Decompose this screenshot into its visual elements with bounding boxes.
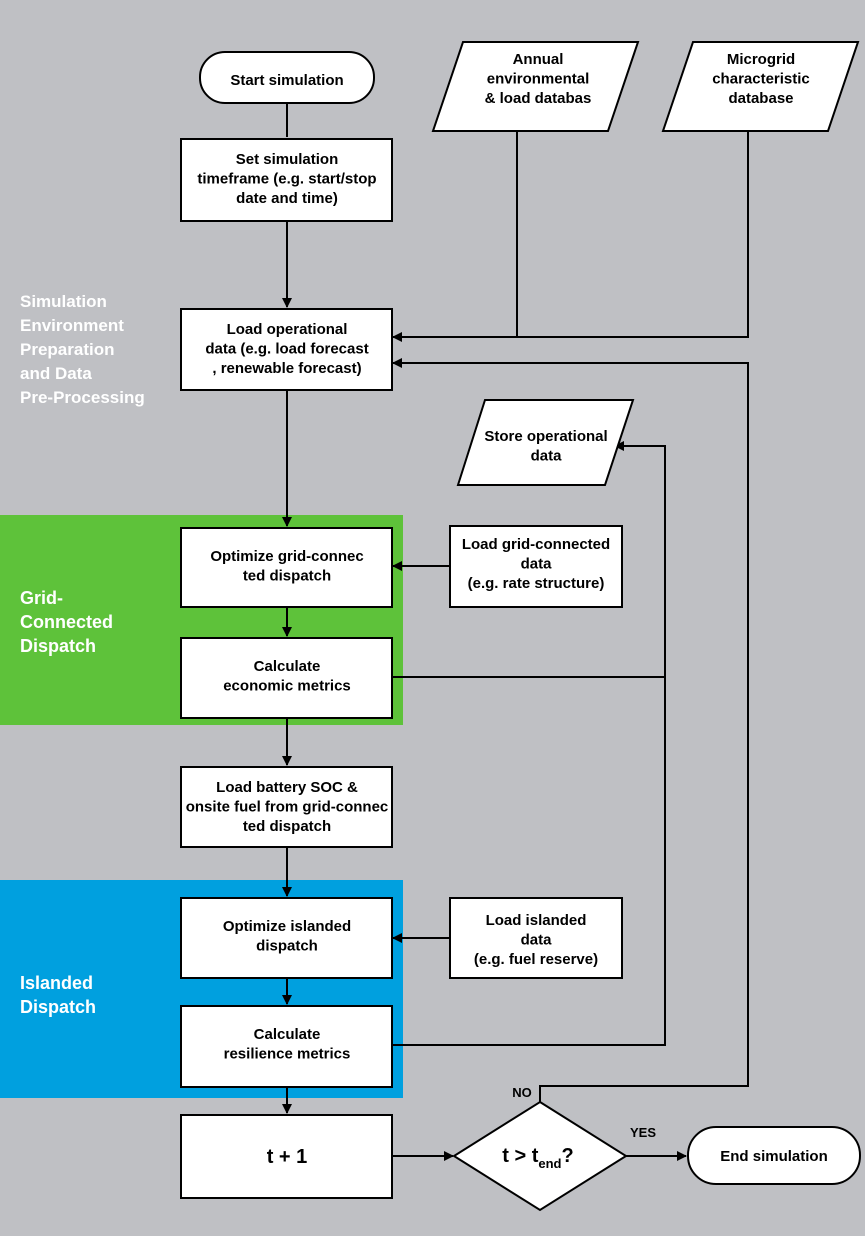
calc-resilience-line: Calculate <box>254 1026 321 1043</box>
optimize-island-line: dispatch <box>256 938 318 955</box>
increment-process <box>180 1114 393 1199</box>
calc-resilience-label: Calculate resilience metrics <box>224 1026 351 1063</box>
connector-lines <box>282 103 749 1161</box>
set-timeframe-process <box>180 138 393 222</box>
load-island-data-line: Load islanded <box>486 912 587 929</box>
edge-label-yes: YES <box>630 1125 656 1140</box>
edge-resilience-to-store <box>392 441 666 1046</box>
load-battery-line: onsite fuel from grid-connec <box>186 799 389 816</box>
annual-db-line: & load databas <box>485 90 592 107</box>
microgrid-db-line: database <box>728 90 793 107</box>
load-grid-data-line: Load grid-connected <box>462 536 610 553</box>
optimize-island-label: Optimize islanded dispatch <box>223 918 351 955</box>
store-operational-line: Store operational <box>484 428 607 445</box>
calc-economic-line: Calculate <box>254 658 321 675</box>
annual-db-line: Annual <box>513 51 564 68</box>
decision-base-text: t > t <box>502 1145 538 1167</box>
load-grid-data-label: Load grid-connected data (e.g. rate struct… <box>462 536 610 592</box>
load-operational-line: data (e.g. load forecast <box>205 341 368 358</box>
section-label-grid-connected: Grid- Connected Dispatch <box>20 588 118 656</box>
edge-decision-no-loop <box>392 358 749 1102</box>
annual-db-label: Annual environmental & load databas <box>485 51 592 107</box>
increment-line: t + 1 <box>267 1146 308 1168</box>
optimize-island-line: Optimize islanded <box>223 918 351 935</box>
optimize-grid-line: ted dispatch <box>243 568 331 585</box>
end-time-decision <box>452 1100 628 1212</box>
load-operational-line: Load operational <box>227 321 348 338</box>
start-label: Start simulation <box>230 72 343 89</box>
load-island-data-line: data <box>521 932 553 949</box>
battery-load-process <box>180 766 393 848</box>
start-terminal <box>199 51 375 104</box>
annual-database-input <box>431 41 640 132</box>
microgrid-db-line: characteristic <box>712 71 810 88</box>
calc-economic-line: economic metrics <box>223 678 351 695</box>
edge-label-no: NO <box>512 1085 532 1100</box>
end-terminal <box>687 1126 861 1185</box>
economic-metrics-process <box>180 637 393 719</box>
set-timeframe-line: date and time) <box>236 190 338 207</box>
load-battery-line: Load battery SOC & <box>216 779 358 796</box>
optimize-grid-process <box>180 527 393 608</box>
microgrid-db-line: Microgrid <box>727 51 795 68</box>
end-label: End simulation <box>720 1148 828 1165</box>
decision-suffix: ? <box>562 1145 574 1167</box>
store-operational-line: data <box>531 448 563 465</box>
microgrid-database-input <box>661 41 860 132</box>
load-island-data-line: (e.g. fuel reserve) <box>474 951 598 968</box>
load-island-data-label: Load islanded data (e.g. fuel reserve) <box>474 912 598 968</box>
section-label-preparation: Simulation Environment Preparation and D… <box>20 292 145 407</box>
edge-microgrid-db-to-load-operational <box>517 131 749 338</box>
start-line: Start simulation <box>230 72 343 89</box>
set-timeframe-line: timeframe (e.g. start/stop <box>197 171 376 188</box>
section-label-islanded: Islanded Dispatch <box>20 973 98 1017</box>
grid-data-process <box>449 525 623 608</box>
load-operational-line: , renewable forecast) <box>212 360 361 377</box>
flowchart-nodes <box>180 41 861 1212</box>
end-line: End simulation <box>720 1148 828 1165</box>
decision-label: t > tend? <box>502 1145 573 1171</box>
optimize-grid-line: Optimize grid-connec <box>210 548 363 565</box>
load-grid-data-line: (e.g. rate structure) <box>468 575 605 592</box>
calc-resilience-line: resilience metrics <box>224 1046 351 1063</box>
set-timeframe-label: Set simulation timeframe (e.g. start/stop… <box>197 151 376 207</box>
store-operational-output <box>456 399 635 486</box>
resilience-metrics-process <box>180 1005 393 1088</box>
load-battery-line: ted dispatch <box>243 818 331 835</box>
load-operational-label: Load operational data (e.g. load forecast… <box>205 321 368 377</box>
decision-subscript: end <box>538 1156 561 1171</box>
load-battery-label: Load battery SOC & onsite fuel from grid-… <box>186 779 389 835</box>
calc-economic-label: Calculate economic metrics <box>223 658 351 695</box>
set-timeframe-line: Set simulation <box>236 151 339 168</box>
islanded-data-process <box>449 897 623 979</box>
increment-label: t + 1 <box>267 1146 308 1168</box>
optimize-islanded-process <box>180 897 393 979</box>
annual-db-line: environmental <box>487 71 590 88</box>
microgrid-db-label: Microgrid characteristic database <box>712 51 810 107</box>
store-operational-label: Store operational data <box>484 428 607 465</box>
load-operational-process <box>180 308 393 391</box>
optimize-grid-label: Optimize grid-connec ted dispatch <box>210 548 363 585</box>
load-grid-data-line: data <box>521 556 553 573</box>
